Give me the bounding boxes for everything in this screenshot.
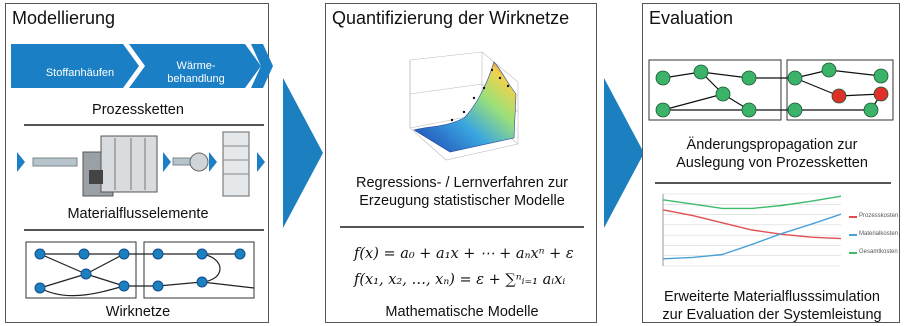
legend-swatch-materialkosten <box>849 234 857 236</box>
net-node <box>80 268 92 280</box>
separator <box>340 226 584 228</box>
net-node <box>234 248 246 260</box>
net-node <box>152 248 164 260</box>
caption-regression-line2: Erzeugung statistischer Modelle <box>359 193 565 209</box>
series-line-materialkosten <box>662 213 842 260</box>
panel-evaluation: Evaluation <box>642 3 900 323</box>
prop-node <box>787 70 803 86</box>
prop-node <box>821 62 837 78</box>
separator <box>655 182 891 184</box>
small-arrow-right-2 <box>257 152 265 172</box>
panel-modellierung: Modellierung Stoffanhäufen Wärme- behand… <box>5 3 273 323</box>
prop-node <box>873 68 889 84</box>
propagation-network <box>648 59 894 121</box>
caption-materialflusselemente: Materialflusselemente <box>67 206 209 222</box>
legend-prozesskosten: Prozesskosten <box>859 213 899 219</box>
formula-polynomial: f(x) = a₀ + a₁x + ⋯ + aₙxⁿ + ε <box>354 246 574 262</box>
legend-swatch-gesamtkosten <box>849 252 857 254</box>
series-line-prozesskosten <box>662 209 842 240</box>
process-chain-chevrons <box>11 44 273 88</box>
small-arrow-mid <box>163 152 171 172</box>
caption-regression-line1: Regressions- / Lernverfahren zur <box>356 175 568 191</box>
wirknetze-network <box>25 241 255 299</box>
separator <box>24 229 264 231</box>
small-arrow-left <box>17 152 25 172</box>
panel-title-quantifizierung: Quantifizierung der Wirknetze <box>332 8 570 28</box>
caption-propagation-line2: Auslegung von Prozessketten <box>676 155 868 171</box>
cost-line-chart <box>662 193 842 267</box>
prop-node <box>655 70 671 86</box>
prop-node-changed <box>831 88 847 104</box>
net-node <box>152 280 164 292</box>
caption-wirknetze: Wirknetze <box>105 304 171 320</box>
prop-node-changed <box>873 86 889 102</box>
chevron-waermebehandlung <box>129 44 261 88</box>
caption-prozessketten: Prozessketten <box>92 102 184 118</box>
series-line-gesamtkosten <box>662 195 842 210</box>
separator <box>24 124 264 126</box>
caption-simulation-line1: Erweiterte Materialflusssimulation <box>664 289 880 305</box>
surface <box>413 61 517 153</box>
chevron-label-stoffanhaeufen: Stoffanhäufen <box>45 67 115 79</box>
net-node <box>34 282 46 294</box>
ball-element <box>189 152 209 172</box>
formula-linear-sum: f(x₁, x₂, …, xₙ) = ε + ∑ⁿᵢ₌₁ aᵢxᵢ <box>354 272 566 288</box>
chevron-end <box>251 44 273 88</box>
panel-title-modellierung: Modellierung <box>12 8 116 28</box>
material-flow-elements <box>17 131 265 197</box>
chevron-stoffanhaeufen <box>11 44 139 88</box>
prop-node <box>741 102 757 118</box>
surface-plot-3d <box>409 51 519 161</box>
net-node <box>118 248 130 260</box>
chevron-label-waermebehandlung: Wärme- behandlung <box>167 60 225 85</box>
prop-node <box>787 102 803 118</box>
prop-node <box>863 102 879 118</box>
caption-simulation-line2: zur Evaluation der Systemleistung <box>662 307 882 323</box>
flow-arrow-2 <box>604 78 644 228</box>
flow-arrow-1 <box>283 78 323 228</box>
prop-node <box>693 64 709 80</box>
caption-propagation-line1: Änderungspropagation zur <box>686 137 858 153</box>
panel-quantifizierung: Quantifizierung der Wirknetze <box>325 3 597 323</box>
small-arrow-right-1 <box>209 152 217 172</box>
net-node <box>78 248 90 260</box>
legend-gesamtkosten: Gesamtkosten <box>859 249 898 255</box>
caption-mathematische-modelle: Mathematische Modelle <box>385 304 539 320</box>
net-node <box>196 276 208 288</box>
net-node <box>196 248 208 260</box>
prop-node <box>741 70 757 86</box>
rack-element <box>222 131 250 197</box>
prop-node <box>655 102 671 118</box>
legend-swatch-prozesskosten <box>849 216 857 218</box>
net-node <box>34 248 46 260</box>
panel-title-evaluation: Evaluation <box>649 8 734 28</box>
machine-cabinet <box>100 135 158 193</box>
prop-node <box>715 86 731 102</box>
net-node <box>118 280 130 292</box>
legend-materialkosten: Materialkosten <box>859 231 899 237</box>
conveyor-pipe <box>32 157 78 167</box>
